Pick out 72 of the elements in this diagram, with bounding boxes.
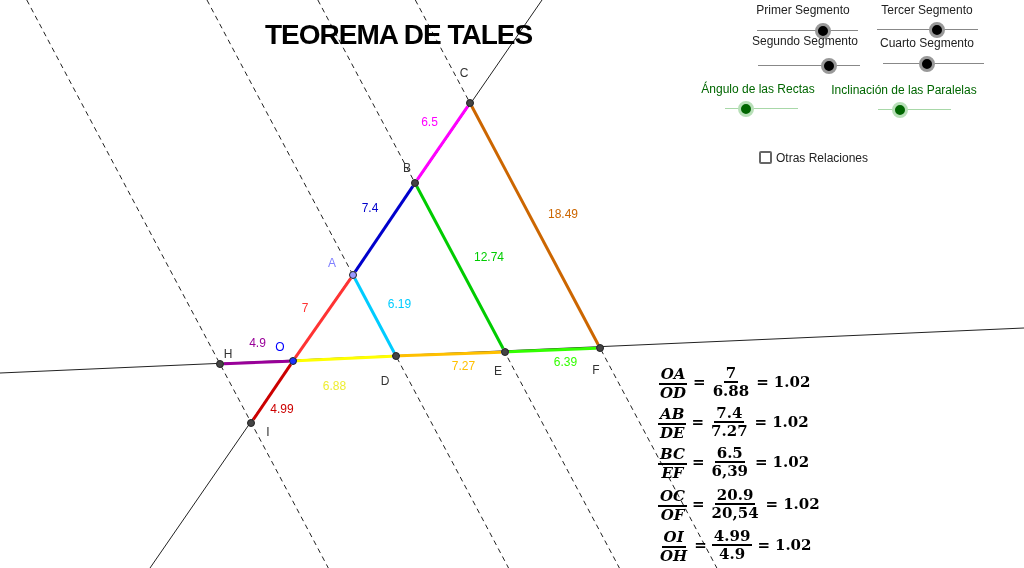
denominator: DE xyxy=(658,424,686,441)
equals-sign: = xyxy=(693,371,706,393)
equals-sign: = xyxy=(754,411,768,433)
ratio-value: 1.02 xyxy=(774,534,812,556)
edge-label: 6.39 xyxy=(553,356,578,368)
slider-label: Inclinación de las Paralelas xyxy=(831,84,977,96)
edge-label: 6.88 xyxy=(322,379,347,392)
point xyxy=(216,360,224,368)
denominator: OF xyxy=(659,506,687,523)
edge-label: 12.74 xyxy=(474,250,504,263)
point xyxy=(501,348,509,356)
point-label: B xyxy=(403,162,411,174)
checkbox-label: Otras Relaciones xyxy=(776,151,869,164)
equals-sign: = xyxy=(691,411,705,433)
slider-label: Tercer Segmento xyxy=(881,4,973,16)
ratio-value: 1.02 xyxy=(772,451,810,473)
numerator: 7.4 xyxy=(714,404,745,423)
edge-label: 7 xyxy=(301,302,309,314)
equals-sign: = xyxy=(691,451,705,473)
ratio-value: 1.02 xyxy=(772,411,809,433)
equals-sign: = xyxy=(692,493,705,515)
numerator: OC xyxy=(658,488,687,507)
point-label: F xyxy=(592,364,600,376)
slider-label: Primer Segmento xyxy=(756,4,850,16)
point xyxy=(466,99,474,107)
numerator: 4.99 xyxy=(711,527,753,546)
denominator: EF xyxy=(660,464,686,481)
numerator: OA xyxy=(658,366,688,385)
edge-label: 7.27 xyxy=(451,360,476,372)
equals-sign: = xyxy=(765,493,779,515)
edge-label: 4.99 xyxy=(270,403,294,415)
point xyxy=(289,357,297,365)
ratio-value: 1.02 xyxy=(783,493,820,515)
title: TEOREMA DE TALES xyxy=(265,18,533,52)
point xyxy=(392,352,400,360)
numerator: 7 xyxy=(723,364,739,383)
edge-label: 6.5 xyxy=(421,116,438,128)
slider-label: Cuarto Segmento xyxy=(879,37,975,49)
point xyxy=(596,344,604,352)
point-label: H xyxy=(223,348,233,360)
slider-label: Segundo Segmento xyxy=(751,35,859,47)
point-label: D xyxy=(380,375,390,387)
numerator: 20.9 xyxy=(714,486,756,505)
denominator: OD xyxy=(659,384,688,401)
point-label: O xyxy=(275,341,285,353)
numerator: AB xyxy=(658,406,687,425)
equals-sign: = xyxy=(755,451,768,473)
point-label: C xyxy=(459,67,469,79)
edge-label: 4.9 xyxy=(249,336,266,349)
point-label: I xyxy=(266,426,270,438)
equals-sign: = xyxy=(694,534,707,556)
denominator: 4.9 xyxy=(718,546,747,563)
edge-label: 18.49 xyxy=(548,207,578,220)
equals-sign: = xyxy=(756,371,769,393)
denominator: 6,39 xyxy=(710,463,750,480)
slider-label: Ángulo de las Rectas xyxy=(701,83,815,95)
denominator: 20,54 xyxy=(710,505,760,522)
point-label: E xyxy=(494,365,502,377)
edge-label: 7.4 xyxy=(361,202,379,214)
point xyxy=(247,419,255,427)
point xyxy=(349,271,357,279)
numerator: OI xyxy=(661,529,686,548)
edge-label: 6.19 xyxy=(387,297,412,310)
denominator: OH xyxy=(659,547,689,564)
point xyxy=(411,179,419,187)
ratio-value: 1.02 xyxy=(773,371,811,393)
numerator: BC xyxy=(658,446,687,465)
denominator: 6.88 xyxy=(711,383,751,400)
point-label: A xyxy=(328,257,336,269)
numerator: 6.5 xyxy=(714,444,745,463)
denominator: 7.27 xyxy=(710,423,749,440)
equals-sign: = xyxy=(757,534,770,556)
